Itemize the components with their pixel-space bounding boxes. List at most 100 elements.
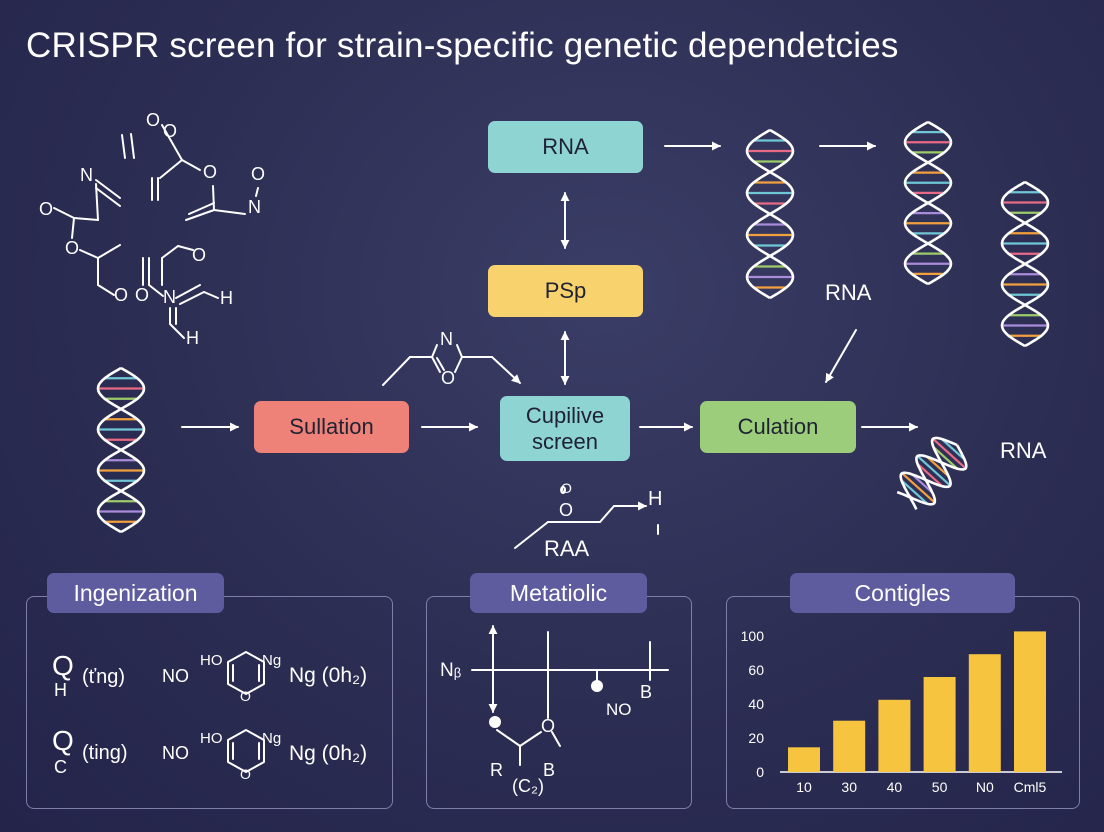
dna-helix-top-1 xyxy=(745,128,795,300)
rna-node: RNA xyxy=(488,121,643,173)
ingenization-glyph: Q xyxy=(52,650,74,681)
metabolic-diagram-lines xyxy=(471,625,669,766)
ingenization-row-tail: Ng (0h₂) xyxy=(289,664,368,687)
ingenization-panel-title: Ingenization xyxy=(47,573,224,613)
rna-label-right: RNA xyxy=(825,280,872,305)
ingenization-row-ring-o: O xyxy=(240,766,251,782)
metatiolic-panel-title: Metatiolic xyxy=(470,573,647,613)
dna-helix-top-2 xyxy=(903,120,953,286)
ingenization-ring-2 xyxy=(227,729,265,773)
bar xyxy=(878,699,911,772)
helix-strand xyxy=(745,128,795,300)
mol-atom: H xyxy=(186,328,199,348)
mol-atom: O xyxy=(135,285,150,305)
x-tick-label: Cml5 xyxy=(1014,779,1047,795)
y-tick-label: 60 xyxy=(748,662,764,678)
mol-atom: O xyxy=(192,245,207,265)
x-tick-label: 40 xyxy=(887,779,903,795)
bar xyxy=(968,654,1001,772)
metabolic-label-b-upper: B xyxy=(640,682,653,702)
helix-base-pair xyxy=(900,479,929,505)
mol-atom: O xyxy=(561,480,572,496)
metabolic-label-no: NO xyxy=(606,700,632,719)
flow-arrows xyxy=(181,141,918,432)
ingenization-row-no: NO xyxy=(162,743,189,763)
mol-atom: O xyxy=(441,368,456,388)
helix-strand xyxy=(896,444,968,506)
dna-helix-left xyxy=(96,366,146,534)
y-tick-label: 100 xyxy=(741,628,765,644)
contigles-panel-title: Contigles xyxy=(790,573,1015,613)
ingenization-row-tail: Ng (0h₂) xyxy=(289,742,368,765)
mol-atom: N xyxy=(80,165,93,185)
helix-base-pair xyxy=(901,472,936,504)
ingenization-glyph-sub: C xyxy=(54,757,67,777)
ingenization-row-ng-sup: Ng xyxy=(262,730,282,747)
metabolic-label-o: O xyxy=(541,716,556,736)
helix-strand xyxy=(96,366,146,534)
y-tick-label: 20 xyxy=(748,730,764,746)
ingenization-row-ho: HO xyxy=(200,652,223,669)
metabolic-node-dot xyxy=(489,716,501,728)
ingenization-row-no: NO xyxy=(162,666,189,686)
helix-base-pair xyxy=(916,462,944,488)
helix-strand xyxy=(899,436,958,510)
contigles-panel xyxy=(726,596,1080,809)
dna-helix-top-3 xyxy=(1000,180,1050,348)
helix-base-pair xyxy=(911,473,934,494)
culation-node: Culation xyxy=(700,401,856,453)
helix-strand xyxy=(903,120,953,286)
x-tick-label: N0 xyxy=(976,779,994,795)
metatiolic-panel xyxy=(426,596,692,809)
metabolic-node-dot xyxy=(591,680,603,692)
metabolic-label-c2: (C₂) xyxy=(512,776,544,796)
x-tick-label: 10 xyxy=(796,779,812,795)
bar xyxy=(788,747,820,772)
molecule-structure-top-left xyxy=(53,124,259,339)
psp-node: PSp xyxy=(488,265,643,317)
ingenization-row-text: (ting) xyxy=(82,742,128,764)
dna-helix-right-diagonal xyxy=(896,436,968,510)
rna-label-far-right: RNA xyxy=(1000,438,1047,463)
ingenization-row-ring-o: O xyxy=(240,688,251,704)
x-tick-label: 30 xyxy=(841,779,857,795)
ingenization-row-ng-sup: Ng xyxy=(262,652,282,669)
mol-atom: O xyxy=(203,162,218,182)
molecule-structure-bottom xyxy=(514,486,659,549)
y-tick-label: 0 xyxy=(756,764,764,780)
mol-atom: H xyxy=(648,488,663,510)
mol-atom: O xyxy=(163,121,178,141)
mol-atom: N xyxy=(440,329,453,349)
bar xyxy=(923,677,956,772)
bar xyxy=(1014,631,1046,772)
mol-atom: O xyxy=(146,110,161,130)
mol-atom: N xyxy=(163,287,176,307)
mol-atom: O xyxy=(65,238,80,258)
ingenization-glyph: Q xyxy=(52,725,74,756)
ingenization-panel xyxy=(26,596,393,809)
metabolic-label-r: R xyxy=(490,760,503,780)
ingenization-row-ho: HO xyxy=(200,730,223,747)
ingenization-glyph-sub: H xyxy=(54,680,67,700)
mol-atom: H xyxy=(220,288,233,308)
raa-label: RAA xyxy=(544,536,590,561)
metabolic-label-np: Nᵦ xyxy=(440,660,462,681)
ingenization-ring-1 xyxy=(227,651,265,695)
mol-atom: O xyxy=(114,285,129,305)
helix-base-pair xyxy=(932,438,967,470)
helix-base-pair xyxy=(926,455,950,478)
helix-strand xyxy=(1000,180,1050,348)
molecule-structure-mid xyxy=(382,344,521,386)
diagram-title: CRISPR screen for strain-specific geneti… xyxy=(26,26,899,65)
helix-base-pair xyxy=(940,438,966,461)
cupilive-screen-node: Cupilive screen xyxy=(500,396,630,461)
mol-atom: O xyxy=(559,500,574,520)
mol-atom: O xyxy=(251,164,266,184)
mol-atom: O xyxy=(39,199,54,219)
helix-base-pair xyxy=(916,455,951,487)
bar xyxy=(833,720,866,772)
sullation-node: Sullation xyxy=(254,401,409,453)
x-tick-label: 50 xyxy=(932,779,948,795)
